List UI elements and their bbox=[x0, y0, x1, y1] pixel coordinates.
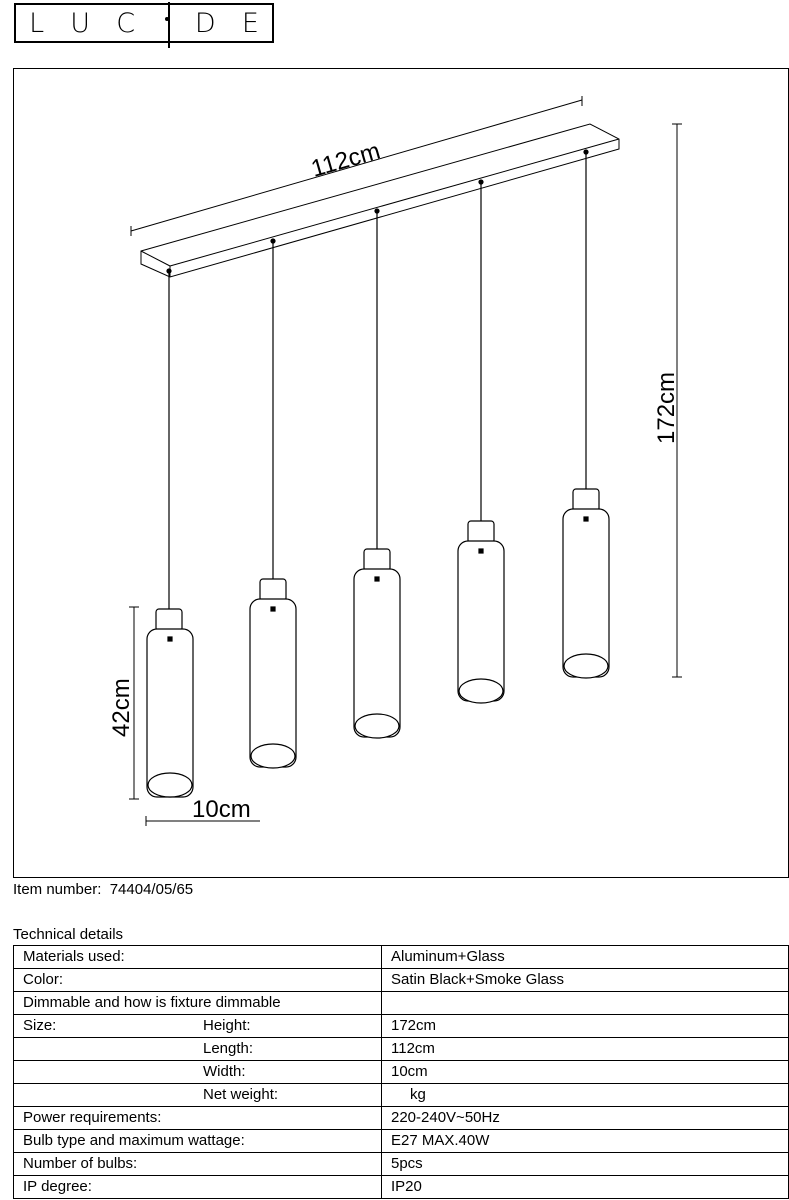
spec-sublabel bbox=[203, 991, 382, 1015]
spec-label: Size: bbox=[13, 1014, 203, 1038]
technical-details-title: Technical details bbox=[13, 926, 124, 943]
shade-height-dimension-label: 42cm bbox=[108, 678, 135, 737]
pendant-5 bbox=[562, 149, 610, 679]
spec-value bbox=[381, 991, 789, 1015]
logo-divider bbox=[168, 2, 170, 48]
spec-sublabel: Length: bbox=[203, 1037, 382, 1061]
length-dimension-line bbox=[130, 99, 583, 232]
spec-sublabel bbox=[203, 1152, 382, 1176]
spec-value: 112cm bbox=[381, 1037, 789, 1061]
logo-letter: L bbox=[29, 7, 45, 39]
length-dimension-label: 112cm bbox=[308, 137, 383, 182]
spec-sublabel: Net weight: bbox=[203, 1083, 382, 1107]
canopy-bar bbox=[140, 123, 620, 278]
height-dimension-label: 172cm bbox=[653, 372, 680, 444]
spec-row: Number of bulbs: 5pcs bbox=[13, 1152, 789, 1176]
spec-value: Aluminum+Glass bbox=[381, 945, 789, 969]
spec-row: Dimmable and how is fixture dimmable bbox=[13, 991, 789, 1015]
technical-drawing: 112cm 172cm 42cm 10cm bbox=[13, 68, 789, 878]
pendant-2 bbox=[249, 238, 297, 769]
canopy-edge bbox=[169, 138, 620, 267]
spec-value: IP20 bbox=[381, 1175, 789, 1199]
item-number: Item number: 74404/05/65 bbox=[13, 881, 193, 898]
spec-row: Net weight:kg bbox=[13, 1083, 789, 1107]
logo-letters: L U C i D E bbox=[16, 5, 272, 41]
spec-row: Length:112cm bbox=[13, 1037, 789, 1061]
item-number-label: Item number: bbox=[13, 881, 102, 898]
spec-value: 10cm bbox=[381, 1060, 789, 1084]
spec-row: Bulb type and maximum wattage: E27 MAX.40… bbox=[13, 1129, 789, 1153]
pendant-1 bbox=[146, 268, 194, 798]
spec-row: Width:10cm bbox=[13, 1060, 789, 1084]
logo-letter: E bbox=[241, 7, 259, 39]
spec-label: Color: bbox=[13, 968, 203, 992]
shade-width-dimension-label: 10cm bbox=[192, 796, 251, 823]
spec-label bbox=[13, 1037, 203, 1061]
spec-value: E27 MAX.40W bbox=[381, 1129, 789, 1153]
spec-row: Color: Satin Black+Smoke Glass bbox=[13, 968, 789, 992]
item-number-value: 74404/05/65 bbox=[109, 881, 194, 898]
spec-row: Materials used: Aluminum+Glass bbox=[13, 945, 789, 969]
canopy-edge bbox=[140, 250, 171, 267]
brand-logo: L U C i D E bbox=[14, 2, 274, 48]
spec-row: Size:Height:172cm bbox=[13, 1014, 789, 1038]
spec-label: Power requirements: bbox=[13, 1106, 203, 1130]
logo-divider-dot bbox=[165, 17, 169, 21]
logo-letter: U bbox=[70, 7, 91, 39]
spec-label bbox=[13, 1060, 203, 1084]
spec-sublabel bbox=[203, 1106, 382, 1130]
spec-value: Satin Black+Smoke Glass bbox=[381, 968, 789, 992]
spec-label: IP degree: bbox=[13, 1175, 203, 1199]
spec-value: 5pcs bbox=[381, 1152, 789, 1176]
spec-sublabel: Height: bbox=[203, 1014, 382, 1038]
logo-letter: D bbox=[194, 7, 216, 39]
spec-value: 172cm bbox=[381, 1014, 789, 1038]
spec-label: Materials used: bbox=[13, 945, 203, 969]
spec-sublabel: Width: bbox=[203, 1060, 382, 1084]
spec-label: Number of bulbs: bbox=[13, 1152, 203, 1176]
logo-letter: C bbox=[116, 7, 136, 39]
spec-sublabel bbox=[203, 1175, 382, 1199]
spec-sublabel bbox=[203, 945, 382, 969]
spec-label: Dimmable and how is fixture dimmable bbox=[13, 991, 281, 1015]
spec-sublabel bbox=[203, 968, 382, 992]
spec-row: Power requirements: 220-240V~50Hz bbox=[13, 1106, 789, 1130]
pendant-4 bbox=[457, 179, 505, 704]
pendant-3 bbox=[353, 208, 401, 739]
spec-value: kg bbox=[381, 1083, 789, 1107]
spec-label bbox=[13, 1083, 203, 1107]
spec-row: IP degree: IP20 bbox=[13, 1175, 789, 1199]
spec-label: Bulb type and maximum wattage: bbox=[13, 1129, 245, 1153]
drawing-svg: 112cm 172cm 42cm 10cm bbox=[108, 96, 682, 826]
spec-value: 220-240V~50Hz bbox=[381, 1106, 789, 1130]
